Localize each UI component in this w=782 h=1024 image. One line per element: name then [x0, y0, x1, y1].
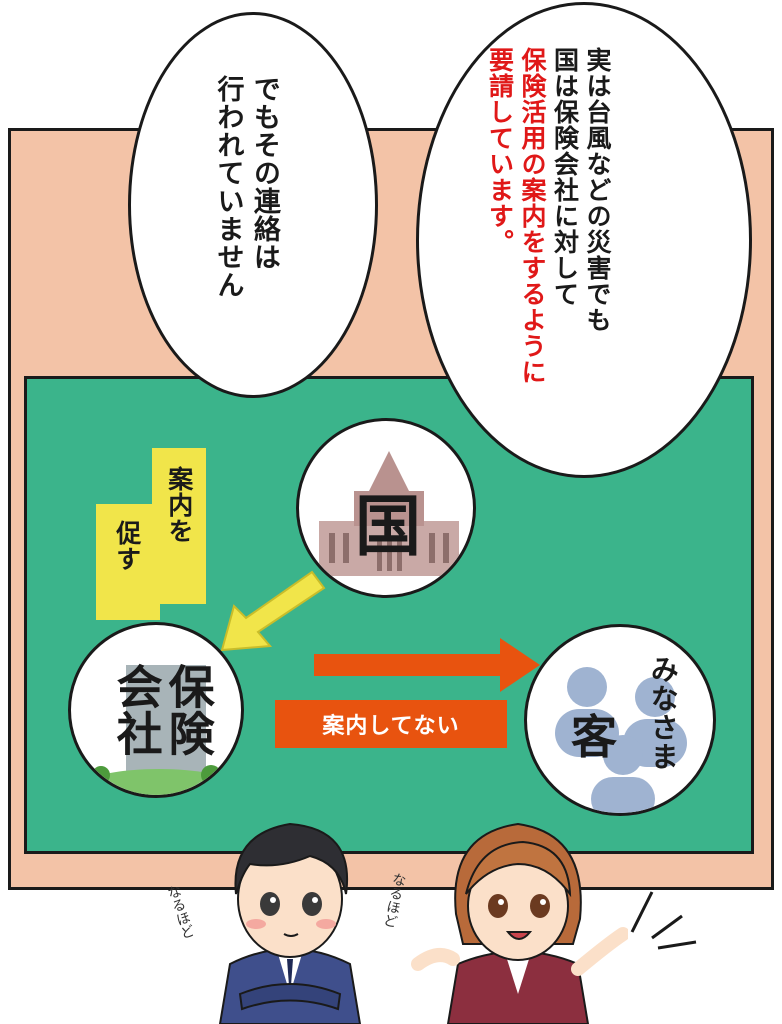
- customer-circle: 客 みなさま: [524, 624, 716, 816]
- prompt-label-text-2: 促す: [112, 520, 142, 572]
- orange-arrow-icon: [314, 638, 540, 692]
- parliament-building-icon: [319, 451, 459, 576]
- prompt-label-box-upper: [152, 448, 206, 604]
- insurance-label-col2: 会社: [109, 663, 164, 757]
- prompt-label-box-lower: [96, 504, 160, 620]
- insurance-company-circle: 保険 会社: [68, 622, 244, 798]
- people-group-icon: [555, 667, 687, 813]
- woman-character: [411, 822, 628, 1024]
- country-label: 国: [355, 488, 421, 565]
- speech-right-highlight-1: 保険活用の案内をするように: [518, 47, 547, 385]
- not-guided-banner: 案内してない: [275, 700, 507, 748]
- speech-right-highlight-2: 要請しています。: [485, 47, 515, 255]
- speech-left-line-1: でもその連絡は: [248, 75, 280, 271]
- customer-label: 客: [571, 710, 617, 764]
- speech-bubble-right: 実は台風などの災害でも 国は保険会社に対して 保険活用の案内をするように 要請し…: [416, 2, 752, 478]
- insurance-label-col1: 保険: [161, 663, 216, 757]
- speech-text-right: 実は台風などの災害でも 国は保険会社に対して 保険活用の案内をするように 要請し…: [483, 47, 613, 385]
- speech-left-line-2: 行われていません: [212, 75, 244, 299]
- prompt-label-text-1: 案内を: [164, 466, 194, 544]
- emphasis-lines-icon: [630, 891, 697, 950]
- speech-right-line-1: 実は台風などの災害でも: [583, 47, 612, 333]
- man-character: [218, 822, 362, 1024]
- customer-sub-label: みなさま: [646, 655, 680, 771]
- speech-bubble-left: でもその連絡は 行われていません: [128, 12, 378, 398]
- speech-right-line-2: 国は保険会社に対して: [550, 47, 580, 307]
- speech-text-left: でもその連絡は 行われていません: [209, 75, 282, 299]
- office-building-icon: [89, 665, 229, 795]
- country-circle: 国: [296, 418, 476, 598]
- yellow-arrow-icon: [220, 570, 326, 652]
